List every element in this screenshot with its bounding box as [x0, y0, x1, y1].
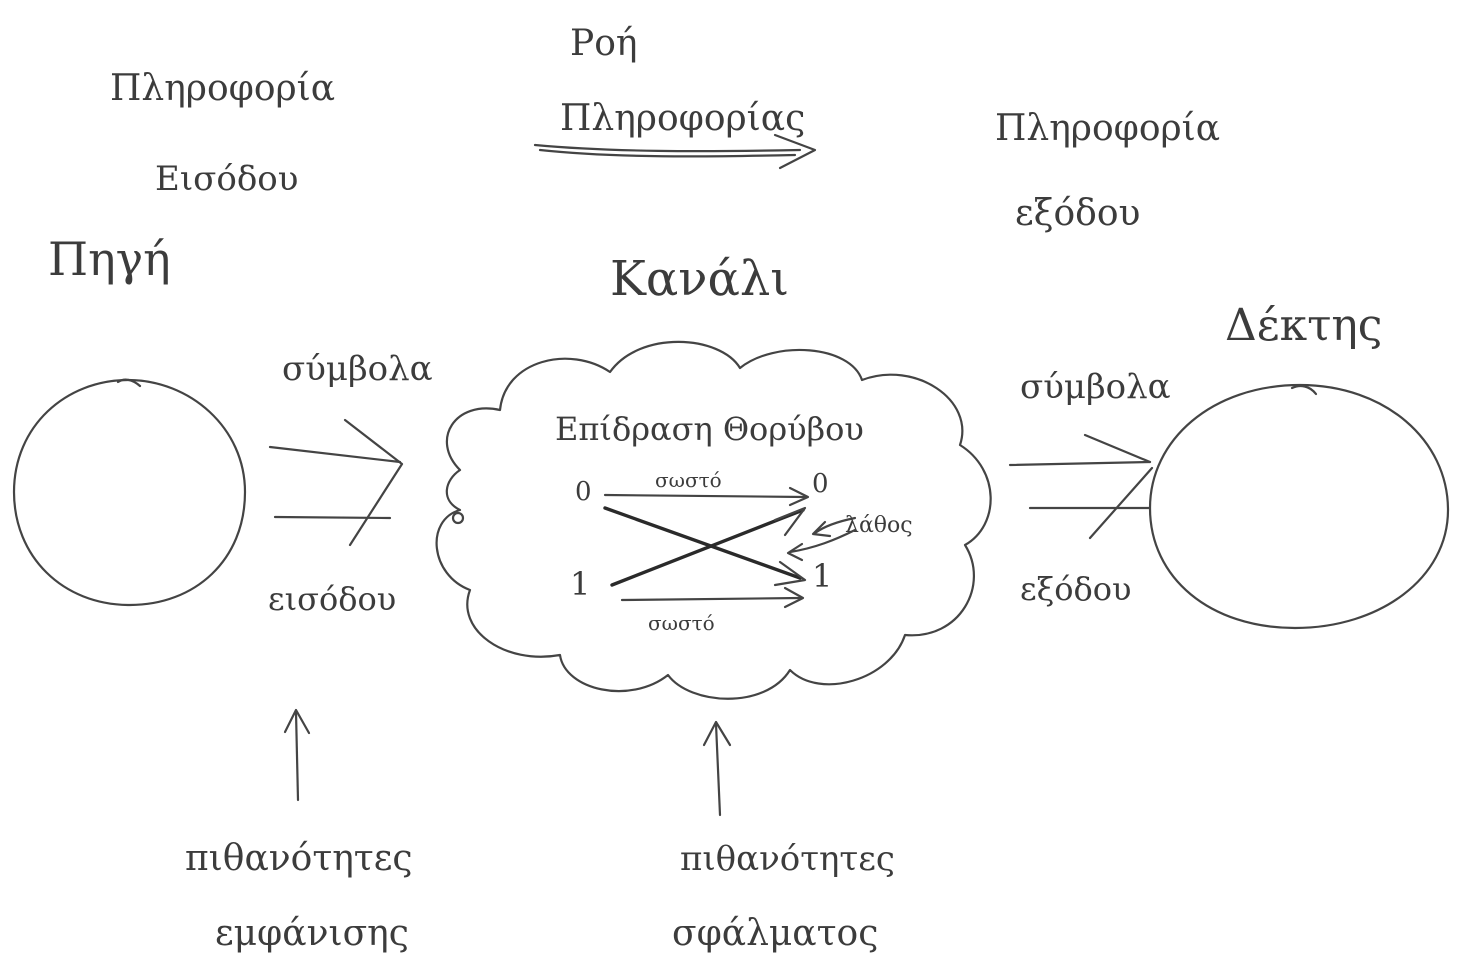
- source-info-label-line1: Πληροφορία: [110, 68, 335, 109]
- output-symbols-sublabel: εξόδου: [1020, 570, 1131, 608]
- input-arrowhead: [343, 418, 404, 547]
- output-symbols-label: σύμβολα: [1020, 367, 1171, 407]
- output-arrow-top: [1008, 460, 1152, 467]
- source-info-label-line2: Εισόδου: [155, 159, 298, 199]
- error-pointer-bottom-head: [786, 542, 804, 562]
- error-label: λάθος: [845, 513, 913, 538]
- receiver-info-label-line2: εξόδου: [1015, 193, 1140, 234]
- input-zero: 0: [575, 477, 592, 507]
- channel-up-arrow-head: [702, 720, 732, 747]
- flow-arrowhead: [773, 133, 817, 170]
- input-arrow-top: [268, 445, 402, 464]
- channel-up-arrow-shaft: [714, 722, 722, 817]
- output-arrow-bottom-head: [1088, 466, 1154, 540]
- noise-label: Επίδραση Θορύβου: [555, 410, 864, 448]
- receiver-node-circle: [1148, 383, 1450, 630]
- channel-cloud: [435, 340, 992, 700]
- correct-arrow-bottom: [620, 596, 802, 602]
- error-pointer-bottom: [788, 528, 857, 554]
- output-zero: 0: [812, 469, 829, 499]
- source-node-label: Πηγή: [48, 232, 171, 286]
- channel-bottom-label-line1: πιθανότητες: [680, 839, 895, 879]
- correct-label-bottom: σωστό: [648, 611, 715, 635]
- channel-cloud-bubble: [451, 511, 465, 525]
- error-pointer-top-head: [811, 520, 832, 538]
- source-bottom-label-line1: πιθανότητες: [185, 838, 413, 879]
- source-node-circle-tick: [116, 378, 142, 388]
- receiver-info-label-line1: Πληροφορία: [995, 108, 1220, 149]
- correct-arrow-top: [603, 493, 807, 499]
- flow-arrow-shaft-2: [538, 148, 797, 158]
- cross-arrow-1-to-0: [610, 508, 805, 587]
- receiver-node-label: Δέκτης: [1225, 300, 1382, 351]
- correct-arrow-bottom-head: [783, 586, 805, 609]
- input-symbols-sublabel: εισόδου: [268, 580, 396, 618]
- flow-label-line1: Ροή: [570, 23, 637, 64]
- input-arrow-bottom: [273, 515, 392, 520]
- correct-arrow-top-head: [788, 486, 810, 507]
- cross-arrowheads: [773, 506, 807, 587]
- source-up-arrow-head: [283, 708, 311, 735]
- source-bottom-label-line2: εμφάνισης: [215, 913, 409, 954]
- source-up-arrow-shaft: [294, 710, 300, 802]
- flow-label-line2: Πληροφορίας: [560, 98, 805, 139]
- error-pointer-top: [813, 516, 857, 535]
- output-arrow-top-head: [1083, 433, 1152, 464]
- receiver-node-circle-tick: [1290, 384, 1318, 396]
- channel-bottom-label-line2: σφάλματος: [672, 913, 878, 954]
- output-one: 1: [812, 557, 832, 595]
- correct-label-top: σωστό: [655, 468, 722, 492]
- channel-node-label: Κανάλι: [610, 251, 789, 307]
- flow-arrow-shaft: [533, 143, 802, 153]
- cross-arrow-0-to-1: [603, 506, 802, 580]
- source-node-circle: [12, 378, 247, 607]
- input-one: 1: [570, 565, 590, 603]
- input-symbols-label: σύμβολα: [282, 349, 433, 389]
